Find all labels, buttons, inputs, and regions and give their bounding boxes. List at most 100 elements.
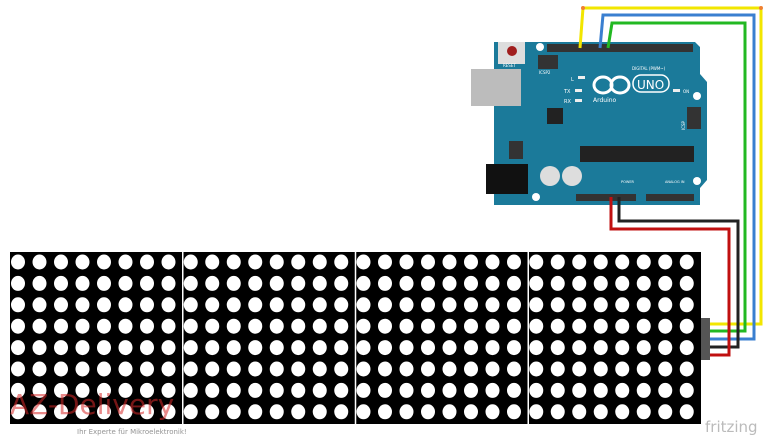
led-dot bbox=[32, 404, 47, 420]
led-dot bbox=[636, 340, 651, 356]
fritzing-label: fritzing bbox=[705, 418, 758, 436]
led-dot bbox=[226, 361, 241, 377]
led-dot bbox=[97, 318, 111, 334]
led-dot bbox=[140, 340, 154, 356]
tx-label: TX bbox=[563, 89, 571, 95]
led-dot bbox=[161, 254, 176, 270]
led-dot bbox=[464, 382, 478, 398]
led-dot bbox=[54, 254, 68, 270]
led-dot bbox=[140, 404, 154, 420]
led-dot bbox=[399, 318, 414, 334]
led-dot bbox=[658, 318, 673, 334]
capacitor bbox=[540, 166, 560, 186]
l-led bbox=[578, 76, 585, 79]
led-dot bbox=[615, 404, 630, 420]
led-dot bbox=[572, 275, 587, 291]
led-dot bbox=[269, 275, 284, 291]
led-dot bbox=[54, 404, 68, 420]
led-dot bbox=[593, 254, 608, 270]
led-dot bbox=[161, 297, 176, 313]
led-dot bbox=[442, 318, 457, 334]
green-wire[interactable] bbox=[606, 21, 747, 333]
tx-led bbox=[575, 89, 582, 92]
led-dot bbox=[356, 318, 371, 334]
led-dot bbox=[615, 361, 630, 377]
led-dot bbox=[312, 297, 327, 313]
led-dot bbox=[485, 297, 500, 313]
led-dot bbox=[97, 361, 111, 377]
led-dot bbox=[334, 340, 349, 356]
led-dot bbox=[312, 404, 327, 420]
led-dot bbox=[312, 361, 327, 377]
led-dot bbox=[529, 275, 544, 291]
led-dot bbox=[183, 318, 198, 334]
led-dot bbox=[464, 275, 478, 291]
wire-bendpoint bbox=[759, 6, 763, 10]
led-dot bbox=[421, 404, 435, 420]
led-dot bbox=[636, 254, 651, 270]
led-dot bbox=[378, 404, 392, 420]
led-dot bbox=[75, 382, 90, 398]
matrix-connector bbox=[701, 318, 710, 360]
led-dot bbox=[54, 318, 68, 334]
led-dot bbox=[248, 318, 263, 334]
led-dot bbox=[378, 361, 392, 377]
led-dot bbox=[183, 361, 198, 377]
led-dot bbox=[75, 275, 90, 291]
led-dot bbox=[205, 361, 220, 377]
led-dot bbox=[421, 340, 435, 356]
led-dot bbox=[421, 382, 435, 398]
led-dot bbox=[442, 275, 457, 291]
led-dot bbox=[161, 361, 176, 377]
arduino-logo: UNO Arduino bbox=[592, 74, 670, 104]
icsp2-label: ICSP2 bbox=[539, 70, 551, 75]
led-dot bbox=[679, 297, 694, 313]
mounting-hole bbox=[536, 43, 544, 51]
led-dot bbox=[312, 340, 327, 356]
led-dot bbox=[269, 254, 284, 270]
led-dot bbox=[658, 361, 673, 377]
led-dot bbox=[118, 254, 133, 270]
led-dot bbox=[593, 318, 608, 334]
led-dot bbox=[550, 318, 565, 334]
led-dot bbox=[507, 340, 521, 356]
power-header bbox=[576, 194, 636, 201]
led-dot bbox=[11, 340, 25, 356]
reset-button-cap[interactable] bbox=[507, 46, 517, 56]
red-wire[interactable] bbox=[609, 197, 731, 357]
led-dot bbox=[75, 361, 90, 377]
led-dot bbox=[118, 318, 133, 334]
led-dot bbox=[248, 275, 263, 291]
led-dot bbox=[205, 340, 220, 356]
led-matrix-display bbox=[10, 252, 710, 424]
led-dot bbox=[399, 382, 414, 398]
led-dot bbox=[378, 318, 392, 334]
led-dot bbox=[248, 382, 263, 398]
led-dot bbox=[442, 404, 457, 420]
led-dot bbox=[485, 318, 500, 334]
led-dot bbox=[32, 254, 47, 270]
led-dot bbox=[507, 382, 521, 398]
led-dot bbox=[442, 340, 457, 356]
power-label: POWER bbox=[621, 180, 635, 184]
led-dot bbox=[54, 382, 68, 398]
led-dot bbox=[291, 404, 306, 420]
led-dot bbox=[54, 361, 68, 377]
az-delivery-tagline: Ihr Experte für Mikroelektronik! bbox=[77, 428, 187, 436]
led-dot bbox=[312, 382, 327, 398]
led-dot bbox=[248, 297, 263, 313]
led-dot bbox=[572, 318, 587, 334]
led-dot bbox=[248, 254, 263, 270]
led-dot bbox=[485, 275, 500, 291]
led-dot bbox=[636, 382, 651, 398]
led-dot bbox=[356, 361, 371, 377]
led-dot bbox=[464, 340, 478, 356]
led-dot bbox=[334, 254, 349, 270]
led-dot bbox=[226, 340, 241, 356]
led-dot bbox=[679, 404, 694, 420]
led-dot bbox=[118, 340, 133, 356]
brand-label: Arduino bbox=[593, 97, 617, 104]
led-dot bbox=[399, 404, 414, 420]
led-dot bbox=[269, 297, 284, 313]
arduino-uno-board: RESET ICSP2 DIGITAL (PWM~) L TX RX UNO A… bbox=[471, 42, 707, 205]
